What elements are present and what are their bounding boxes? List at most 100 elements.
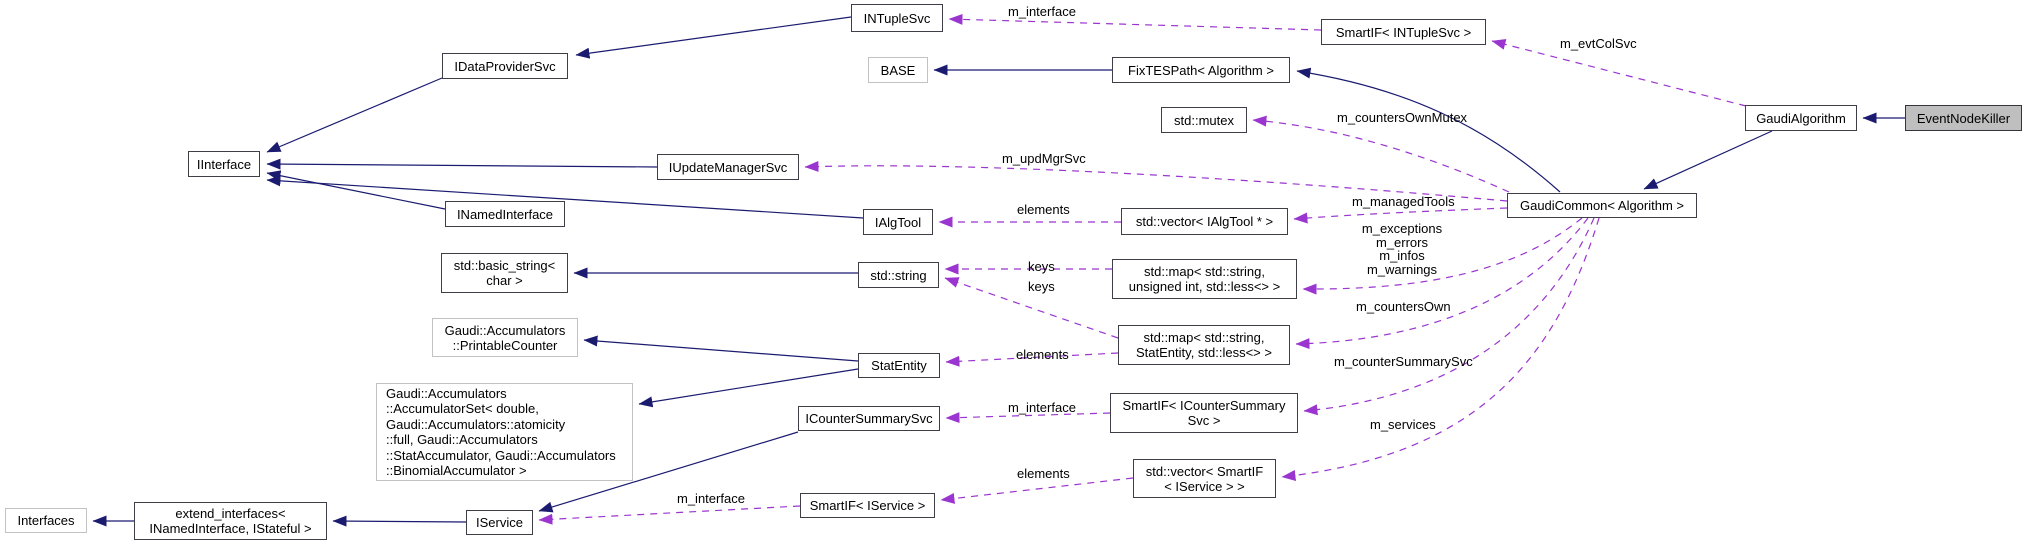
edge-gaudialgorithm-smartifintuplesvc (1491, 39, 1747, 107)
edge-label-m-interface-iservice: m_interface (677, 491, 745, 506)
edge-label-keys-2: keys (1028, 279, 1055, 294)
class-node-basic-string[interactable]: std::basic_string< char > (441, 253, 568, 293)
class-label: INamedInterface (456, 206, 554, 222)
class-node-gaudicommon[interactable]: GaudiCommon< Algorithm > (1507, 193, 1697, 218)
edge-ialgtool-iinterface (266, 175, 864, 219)
class-node-intuplesvc[interactable]: INTupleSvc (851, 4, 943, 32)
class-node-std-string[interactable]: std::string (858, 262, 939, 288)
edge-smartifintuplesvc-intuplesvc (948, 13, 1322, 31)
class-label: GaudiAlgorithm (1756, 110, 1846, 126)
edge-label-m-services: m_services (1370, 417, 1436, 432)
edge-label-elements-statentity: elements (1016, 347, 1069, 362)
edge-label-m-updmgrsvc: m_updMgrSvc (1002, 151, 1086, 166)
edge-label-m-interface-icss: m_interface (1008, 400, 1076, 415)
edge-inamedinterface-iinterface (266, 170, 446, 210)
inheritance-edges (92, 16, 1905, 527)
class-label: IDataProviderSvc (454, 58, 556, 74)
edge-mapstatentity-stdstring (944, 277, 1119, 339)
class-node-iservice[interactable]: IService (466, 510, 533, 535)
class-node-eventnodekiller: EventNodeKiller (1905, 105, 2022, 131)
class-node-std-mutex[interactable]: std::mutex (1161, 107, 1247, 133)
class-label: INTupleSvc (863, 10, 931, 26)
class-node-vector-smartif-iservice[interactable]: std::vector< SmartIF < IService > > (1133, 459, 1276, 498)
class-node-gaudialgorithm[interactable]: GaudiAlgorithm (1745, 105, 1857, 131)
class-label: std::vector< SmartIF < IService > > (1145, 463, 1264, 494)
class-node-base: BASE (868, 57, 928, 83)
class-label: SmartIF< INTupleSvc > (1335, 24, 1472, 40)
edge-label-m-countersown: m_countersOwn (1356, 299, 1451, 314)
edge-smartificss-icountersummarysvc (945, 412, 1111, 424)
edge-label-m-evtcolsvc: m_evtColSvc (1560, 36, 1637, 51)
class-label: GaudiCommon< Algorithm > (1519, 198, 1685, 213)
edge-gaudicommon-fixtespath (1296, 67, 1561, 193)
edge-gaudialgorithm-gaudicommon (1643, 130, 1773, 190)
edge-label-m-exceptions-group: m_exceptions m_errors m_infos m_warnings (1361, 221, 1443, 277)
edge-gaudicommon-stdmutex (1252, 115, 1510, 193)
edge-label-m-countersownmutex: m_countersOwnMutex (1337, 110, 1468, 125)
edge-statentity-accumulatorset (638, 368, 859, 408)
class-label: std::map< std::string, unsigned int, std… (1128, 264, 1281, 294)
edge-iservice-extendinterfaces (332, 515, 467, 527)
class-label: std::mutex (1174, 112, 1234, 128)
class-node-interfaces: Interfaces (5, 508, 87, 533)
usage-edges (538, 13, 1747, 525)
class-label: IAlgTool (874, 214, 922, 230)
edge-gaudicommon-iupdatemanagersvc (804, 161, 1508, 202)
class-node-map-statentity[interactable]: std::map< std::string, StatEntity, std::… (1118, 325, 1290, 365)
class-label: IService (476, 515, 523, 530)
edge-statentity-printablecounter (583, 335, 859, 362)
edge-label-m-interface-intuplesvc: m_interface (1008, 4, 1076, 19)
class-label: std::string (870, 267, 927, 283)
class-label: EventNodeKiller (1916, 110, 2011, 126)
edge-gaudicommon-vectorialgtool (1293, 207, 1508, 224)
class-node-idataprovidersvc[interactable]: IDataProviderSvc (442, 53, 568, 79)
edge-gaudicommon-smartificss (1303, 217, 1595, 416)
class-node-map-uint[interactable]: std::map< std::string, unsigned int, std… (1112, 259, 1297, 299)
class-label: IUpdateManagerSvc (668, 159, 788, 175)
edge-gaudicommon-mapuint (1302, 217, 1583, 295)
class-label: std::basic_string< char > (453, 258, 556, 288)
edge-label-elements-ialgtool: elements (1017, 202, 1070, 217)
edge-label-m-managedtools: m_managedTools (1352, 194, 1455, 209)
edge-label-m-countersummarysvc: m_counterSummarySvc (1334, 354, 1473, 369)
class-node-extend-interfaces[interactable]: extend_interfaces< INamedInterface, ISta… (134, 502, 327, 540)
class-label: Gaudi::Accumulators ::AccumulatorSet< do… (386, 385, 616, 479)
class-node-smartif-icountersummarysvc[interactable]: SmartIF< ICounterSummary Svc > (1110, 393, 1298, 433)
class-label: std::map< std::string, StatEntity, std::… (1136, 330, 1272, 360)
edge-idataprovidersvc-iinterface (266, 77, 443, 153)
edge-gaudicommon-mapstatentity (1295, 217, 1589, 350)
class-node-iinterface[interactable]: IInterface (188, 151, 260, 177)
class-node-smartif-intuplesvc[interactable]: SmartIF< INTupleSvc > (1321, 19, 1486, 45)
class-label: StatEntity (871, 358, 927, 373)
edge-icountersummarysvc-iservice (538, 431, 799, 513)
edge-smartifiservice-iservice (538, 505, 801, 525)
edge-mapstatentity-statentity (945, 352, 1119, 367)
class-node-fixtespath[interactable]: FixTESPath< Algorithm > (1112, 57, 1290, 83)
class-node-vector-ialgtool[interactable]: std::vector< IAlgTool * > (1121, 208, 1288, 235)
class-label: SmartIF< ICounterSummary Svc > (1122, 398, 1286, 428)
edge-vectorsmartif-smartifiservice (940, 477, 1134, 504)
class-label: std::vector< IAlgTool * > (1135, 214, 1274, 229)
class-label: BASE (880, 62, 916, 78)
class-node-icountersummarysvc[interactable]: ICounterSummarySvc (798, 406, 940, 431)
edge-label-elements-iservice: elements (1017, 466, 1070, 481)
class-node-statentity[interactable]: StatEntity (858, 353, 940, 378)
class-node-inamedinterface[interactable]: INamedInterface (445, 201, 565, 227)
class-label: SmartIF< IService > (809, 498, 926, 513)
class-label: ICounterSummarySvc (805, 411, 933, 426)
class-node-accumulatorset: Gaudi::Accumulators ::AccumulatorSet< do… (376, 383, 633, 481)
class-node-iupdatemanagersvc[interactable]: IUpdateManagerSvc (657, 154, 799, 180)
edge-intuplesvc-idataprovidersvc (575, 16, 852, 59)
class-label: Gaudi::Accumulators ::PrintableCounter (444, 322, 566, 353)
edge-label-keys-1: keys (1028, 259, 1055, 274)
class-label: FixTESPath< Algorithm > (1128, 62, 1274, 78)
class-node-ialgtool[interactable]: IAlgTool (863, 209, 933, 235)
edge-gaudicommon-vectorsmartifiservice (1281, 217, 1600, 481)
class-node-smartif-iservice[interactable]: SmartIF< IService > (800, 493, 935, 518)
class-label: extend_interfaces< INamedInterface, ISta… (149, 506, 312, 536)
edge-iupdatemanagersvc-iinterface (266, 158, 658, 170)
class-label: IInterface (196, 156, 252, 172)
class-node-printablecounter: Gaudi::Accumulators ::PrintableCounter (432, 318, 578, 357)
